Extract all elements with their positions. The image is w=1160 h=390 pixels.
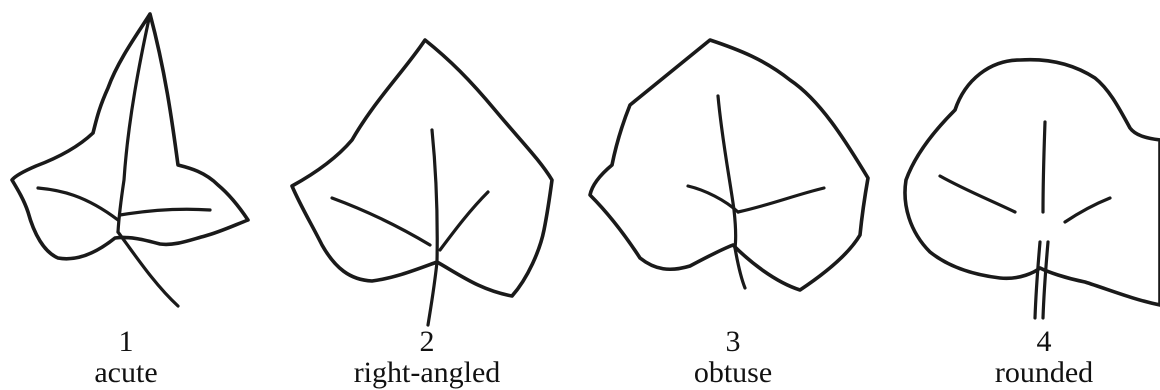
- leaf-1-midrib: [118, 14, 150, 232]
- leaf-2-right-angled-drawing: [292, 40, 552, 325]
- leaf-3-obtuse-drawing: [590, 40, 868, 290]
- leaf-4-petiole-left: [1035, 242, 1040, 318]
- leaf-4-vein-left: [940, 176, 1015, 212]
- leaf-1-outline: [12, 14, 248, 259]
- leaf-2-petiole: [428, 262, 437, 325]
- leaf-2-vein-left: [332, 198, 430, 245]
- leaf-4-name: rounded: [914, 358, 1160, 388]
- leaf-4-midrib: [1043, 122, 1045, 212]
- leaf-2-vein-right: [440, 192, 488, 250]
- leaf-2-name: right-angled: [297, 358, 557, 388]
- leaf-2-midrib: [432, 130, 437, 262]
- leaf-4-petiole-right: [1043, 242, 1048, 318]
- leaf-4-rounded-drawing: [905, 60, 1160, 318]
- leaf-1-name: acute: [0, 358, 256, 388]
- leaf-3-outline: [590, 40, 868, 290]
- leaf-3-vein-right: [738, 188, 824, 212]
- leaf-1-acute-drawing: [12, 14, 248, 306]
- leaf-4-number: 4: [914, 327, 1160, 357]
- leaf-3-number: 3: [603, 327, 863, 357]
- leaf-1-number: 1: [0, 327, 256, 357]
- leaf-1-vein-right: [120, 209, 210, 215]
- leaf-3-name: obtuse: [603, 358, 863, 388]
- leaf-2-outline: [292, 40, 552, 296]
- leaf-2-number: 2: [297, 327, 557, 357]
- leaf-3-midrib: [718, 96, 736, 248]
- leaf-1-vein-left: [38, 188, 118, 220]
- leaf-4-vein-right: [1065, 198, 1110, 222]
- leaf-4-outline: [905, 60, 1160, 305]
